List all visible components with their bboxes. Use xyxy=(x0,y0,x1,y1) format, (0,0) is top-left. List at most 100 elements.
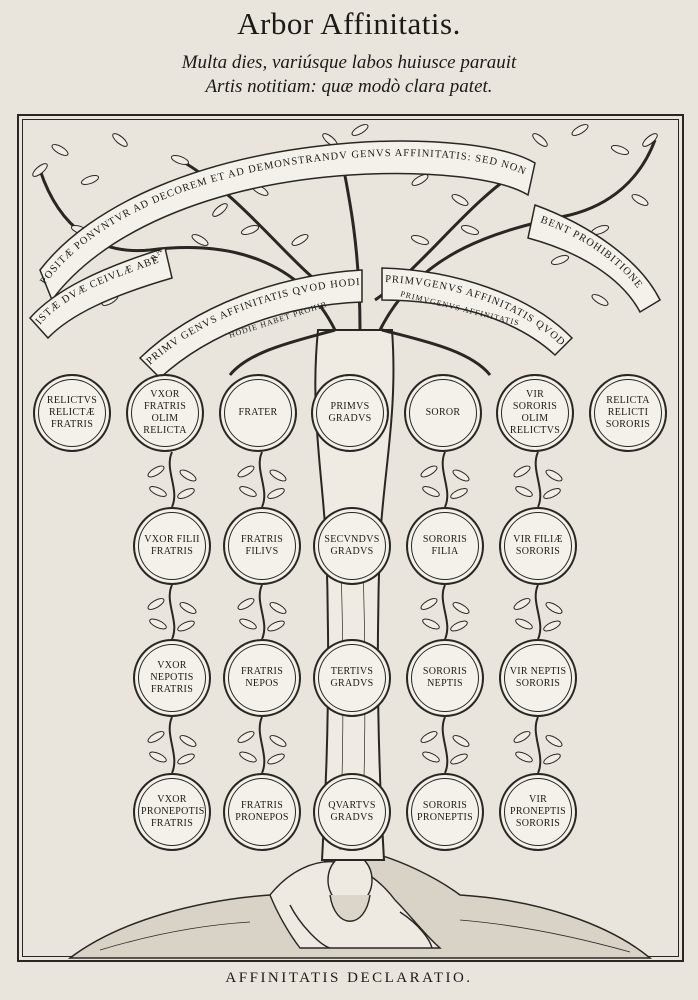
leaf-icon xyxy=(147,465,165,478)
leaf-icon xyxy=(545,602,563,614)
affinity-circle-label: SOROR xyxy=(425,407,461,418)
leaf-icon xyxy=(450,753,468,765)
vine-stem xyxy=(258,584,266,640)
leaf-icon xyxy=(149,486,167,497)
leaf-icon xyxy=(571,124,589,136)
leaf-icon xyxy=(410,234,430,246)
affinity-circle-label: FRATER xyxy=(238,407,278,418)
affinity-circle: SECVNDVS GRADVS xyxy=(313,507,391,585)
leaf-icon xyxy=(239,618,257,630)
affinity-circle: VXOR PRONEPOTIS FRATRIS xyxy=(133,773,211,851)
affinity-circle-label: VIR NEPTIS SORORIS xyxy=(509,666,567,689)
affinity-circle: FRATRIS FILIVS xyxy=(223,507,301,585)
leaf-icon xyxy=(269,469,287,482)
leaf-icon xyxy=(32,163,48,177)
leaf-icon xyxy=(515,618,533,630)
affinity-circle-label: VXOR NEPOTIS FRATRIS xyxy=(150,660,194,695)
leaf-icon xyxy=(420,731,438,743)
vine-stem xyxy=(258,716,266,774)
leaf-icon xyxy=(515,486,533,497)
leaf-icon xyxy=(460,224,480,236)
affinity-circle: VIR PRONEPTIS SORORIS xyxy=(499,773,577,851)
leaf-icon xyxy=(451,194,469,206)
leaf-icon xyxy=(147,598,165,610)
leaf-decorations xyxy=(32,124,658,765)
verse-line-2: Artis notitiam: quæ modò clara patet. xyxy=(205,76,493,97)
leaf-icon xyxy=(450,620,468,632)
leaf-icon xyxy=(291,234,309,246)
vine-stem xyxy=(168,451,176,508)
leaf-icon xyxy=(543,620,561,632)
affinity-circle: SORORIS NEPTIS xyxy=(406,639,484,717)
vine-stem xyxy=(168,584,176,640)
affinity-circle: QVARTVS GRADVS xyxy=(313,773,391,851)
affinity-circle: SORORIS FILIA xyxy=(406,507,484,585)
affinity-circle: VIR SORORIS OLIM RELICTVS xyxy=(496,374,574,452)
vine-stem xyxy=(168,716,176,774)
affinity-circle-label: RELICTA RELICTI SORORIS xyxy=(605,395,651,430)
leaf-icon xyxy=(177,488,195,499)
leaf-icon xyxy=(170,154,190,166)
affinity-circle-label: SECVNDVS GRADVS xyxy=(324,534,380,557)
leaf-icon xyxy=(545,469,563,482)
affinity-circle: VXOR FRATRIS OLIM RELICTA xyxy=(126,374,204,452)
leaf-icon xyxy=(80,174,100,186)
verse-line-1: Multa dies, variúsque labos huiusce para… xyxy=(181,52,517,73)
leaf-icon xyxy=(147,731,165,743)
vine-stem xyxy=(534,716,542,774)
vine-connectors xyxy=(168,451,542,774)
affinity-circle: SOROR xyxy=(404,374,482,452)
leaf-icon xyxy=(452,602,470,614)
leaf-icon xyxy=(452,735,470,747)
leaf-icon xyxy=(149,618,167,630)
reclining-figure-illustration xyxy=(269,853,442,949)
affinity-circle-label: PRIMVS GRADVS xyxy=(328,401,372,424)
leaf-icon xyxy=(212,203,228,217)
page-title: Arbor Affinitatis. xyxy=(237,6,461,41)
leaf-icon xyxy=(179,602,197,614)
affinity-circle: RELICTVS RELICTÆ FRATRIS xyxy=(33,374,111,452)
affinity-circle: SORORIS PRONEPTIS xyxy=(406,773,484,851)
vine-stem xyxy=(534,451,542,508)
leaf-icon xyxy=(420,598,438,610)
vine-stem xyxy=(258,451,266,508)
affinity-circle-label: SORORIS FILIA xyxy=(422,534,468,557)
leaf-icon xyxy=(545,735,563,747)
leaf-icon xyxy=(177,753,195,765)
leaf-icon xyxy=(237,598,255,610)
leaf-icon xyxy=(237,465,255,478)
leaf-icon xyxy=(267,488,285,499)
leaf-icon xyxy=(543,488,561,499)
leaf-icon xyxy=(269,602,287,614)
leaf-icon xyxy=(239,486,257,497)
leaf-icon xyxy=(610,144,630,156)
affinity-circle: VIR FILIÆ SORORIS xyxy=(499,507,577,585)
leaf-icon xyxy=(240,224,260,236)
affinity-circle: RELICTA RELICTI SORORIS xyxy=(589,374,667,452)
affinity-circle-label: VXOR FILII FRATRIS xyxy=(144,534,200,557)
affinity-circle: VXOR NEPOTIS FRATRIS xyxy=(133,639,211,717)
leaf-icon xyxy=(631,194,649,206)
leaf-icon xyxy=(515,751,533,763)
footer-caption: AFFINITATIS DECLARATIO. xyxy=(225,970,473,986)
leaf-icon xyxy=(267,753,285,765)
illustration-frame xyxy=(17,114,684,962)
affinity-circle-label: VXOR FRATRIS OLIM RELICTA xyxy=(143,389,187,436)
affinity-circle: VIR NEPTIS SORORIS xyxy=(499,639,577,717)
leaf-icon xyxy=(532,133,548,147)
leaf-icon xyxy=(112,133,128,147)
leaf-icon xyxy=(550,254,570,266)
affinity-circle-label: TERTIVS GRADVS xyxy=(330,666,374,689)
leaf-icon xyxy=(191,234,209,246)
affinity-circle: FRATRIS PRONEPOS xyxy=(223,773,301,851)
affinity-circle: FRATER xyxy=(219,374,297,452)
leaf-icon xyxy=(591,294,609,306)
affinity-circle: FRATRIS NEPOS xyxy=(223,639,301,717)
leaf-icon xyxy=(543,753,561,765)
leaf-icon xyxy=(269,735,287,747)
leaf-icon xyxy=(450,488,468,499)
leaf-icon xyxy=(422,751,440,763)
vine-stem xyxy=(441,716,449,774)
leaf-icon xyxy=(642,133,658,147)
